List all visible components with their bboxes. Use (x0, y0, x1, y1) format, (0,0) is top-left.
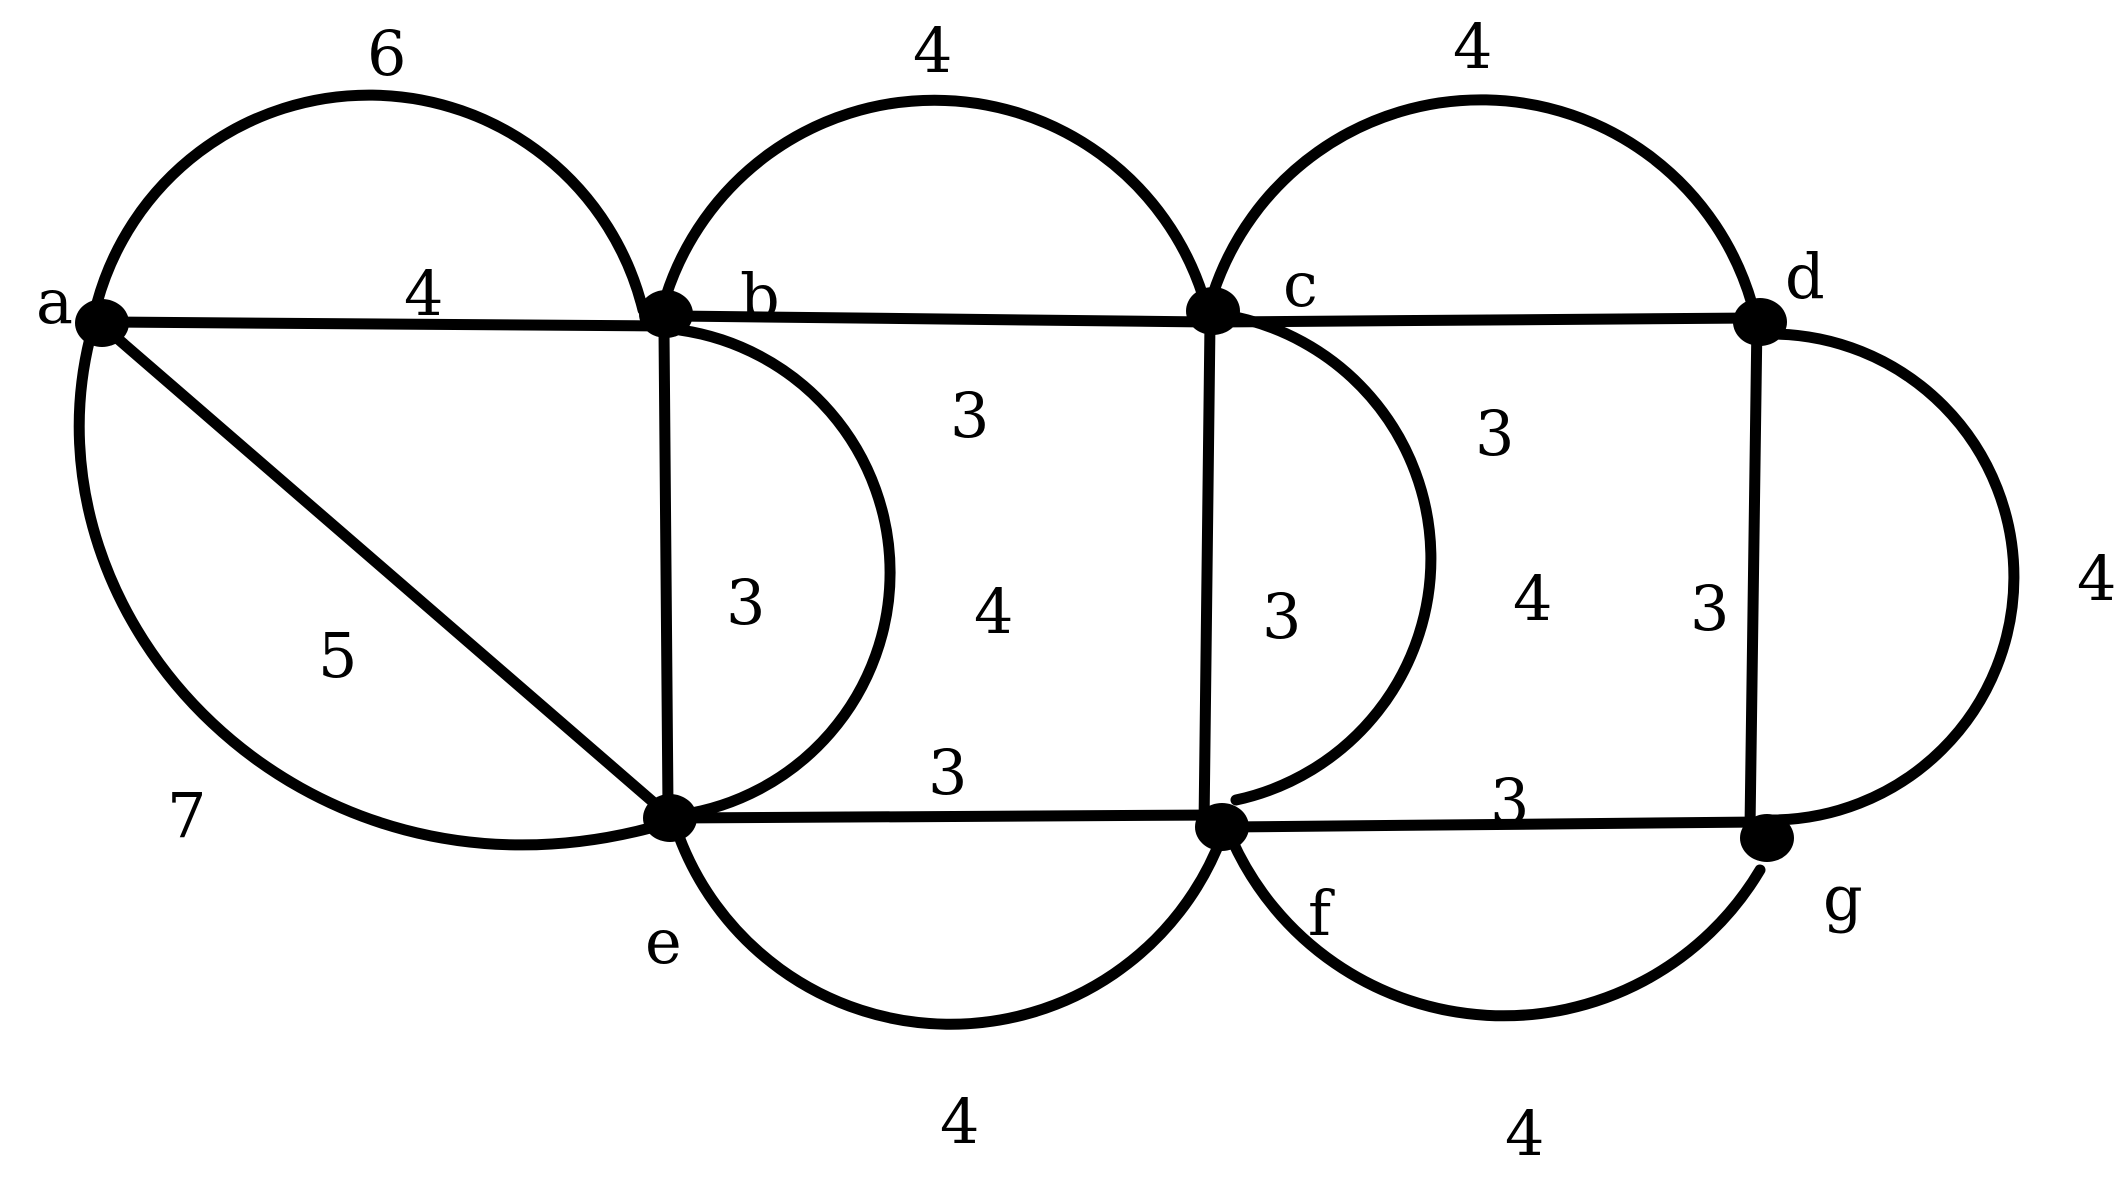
node-label-b: b (740, 260, 780, 333)
edge-ef-arc (670, 822, 1228, 1030)
node-label-a: a (36, 265, 73, 338)
weight-label-cf-line: 3 (1262, 580, 1301, 653)
weight-label-be-line: 3 (726, 566, 765, 639)
node-c (1186, 287, 1240, 335)
edge-fg-arc (1226, 834, 1766, 1022)
node-label-d: d (1785, 240, 1825, 313)
weight-label-fg-line: 3 (1490, 765, 1529, 838)
weight-label-dg-line: 3 (1690, 572, 1729, 645)
edge-ef-line (666, 809, 1228, 824)
weight-label-dg-arc: 4 (2077, 542, 2116, 615)
edge-be-line (658, 324, 674, 814)
node-labels: a b c d e f g (36, 240, 1863, 978)
nodes (75, 287, 1794, 862)
edge-dg-line (1744, 314, 1763, 834)
edge-be-arc (674, 324, 896, 821)
edge-bc-arc (660, 94, 1209, 302)
node-label-f: f (1308, 877, 1335, 950)
edge-cd-line (1206, 312, 1761, 328)
node-f (1195, 803, 1249, 851)
node-g (1740, 814, 1794, 862)
node-label-g: g (1823, 862, 1863, 935)
edge-cf-line (1198, 316, 1216, 832)
edge-weight-labels: 6 4 5 7 4 3 3 4 4 3 3 4 3 4 3 4 3 4 (167, 10, 2116, 1170)
edge-cd-arc (1207, 94, 1758, 310)
edge-ab-line (96, 316, 669, 332)
edge-ab-arc (91, 89, 649, 316)
node-label-c: c (1283, 248, 1318, 321)
weight-label-cf-arc: 4 (1513, 562, 1552, 635)
edge-ae-arc (73, 332, 656, 851)
edge-bc-line (670, 310, 1214, 328)
node-d (1733, 298, 1787, 346)
weight-label-ab-line: 4 (404, 257, 443, 330)
weight-label-ae-arc: 7 (167, 779, 206, 852)
weight-label-be-arc: 4 (974, 575, 1013, 648)
node-b (639, 290, 693, 338)
edge-cf-arc (1219, 309, 1437, 806)
edges (73, 89, 2020, 1030)
weight-label-ab-arc: 6 (367, 17, 406, 90)
weight-label-ef-line: 3 (928, 736, 967, 809)
node-label-e: e (645, 905, 682, 978)
weight-label-bc-line: 3 (950, 379, 989, 452)
edge-ae-line (104, 326, 666, 814)
node-e (643, 794, 697, 842)
weight-label-cd-line: 3 (1475, 397, 1514, 470)
weight-label-ae-line: 5 (318, 619, 357, 692)
edge-dg-arc (1764, 328, 2020, 826)
weight-label-cd-arc: 4 (1453, 10, 1492, 83)
edge-fg-line (1220, 816, 1766, 833)
weight-label-fg-arc: 4 (1505, 1097, 1544, 1170)
weight-label-bc-arc: 4 (913, 14, 952, 87)
node-a (75, 299, 129, 347)
weight-label-ef-arc: 4 (940, 1085, 979, 1158)
